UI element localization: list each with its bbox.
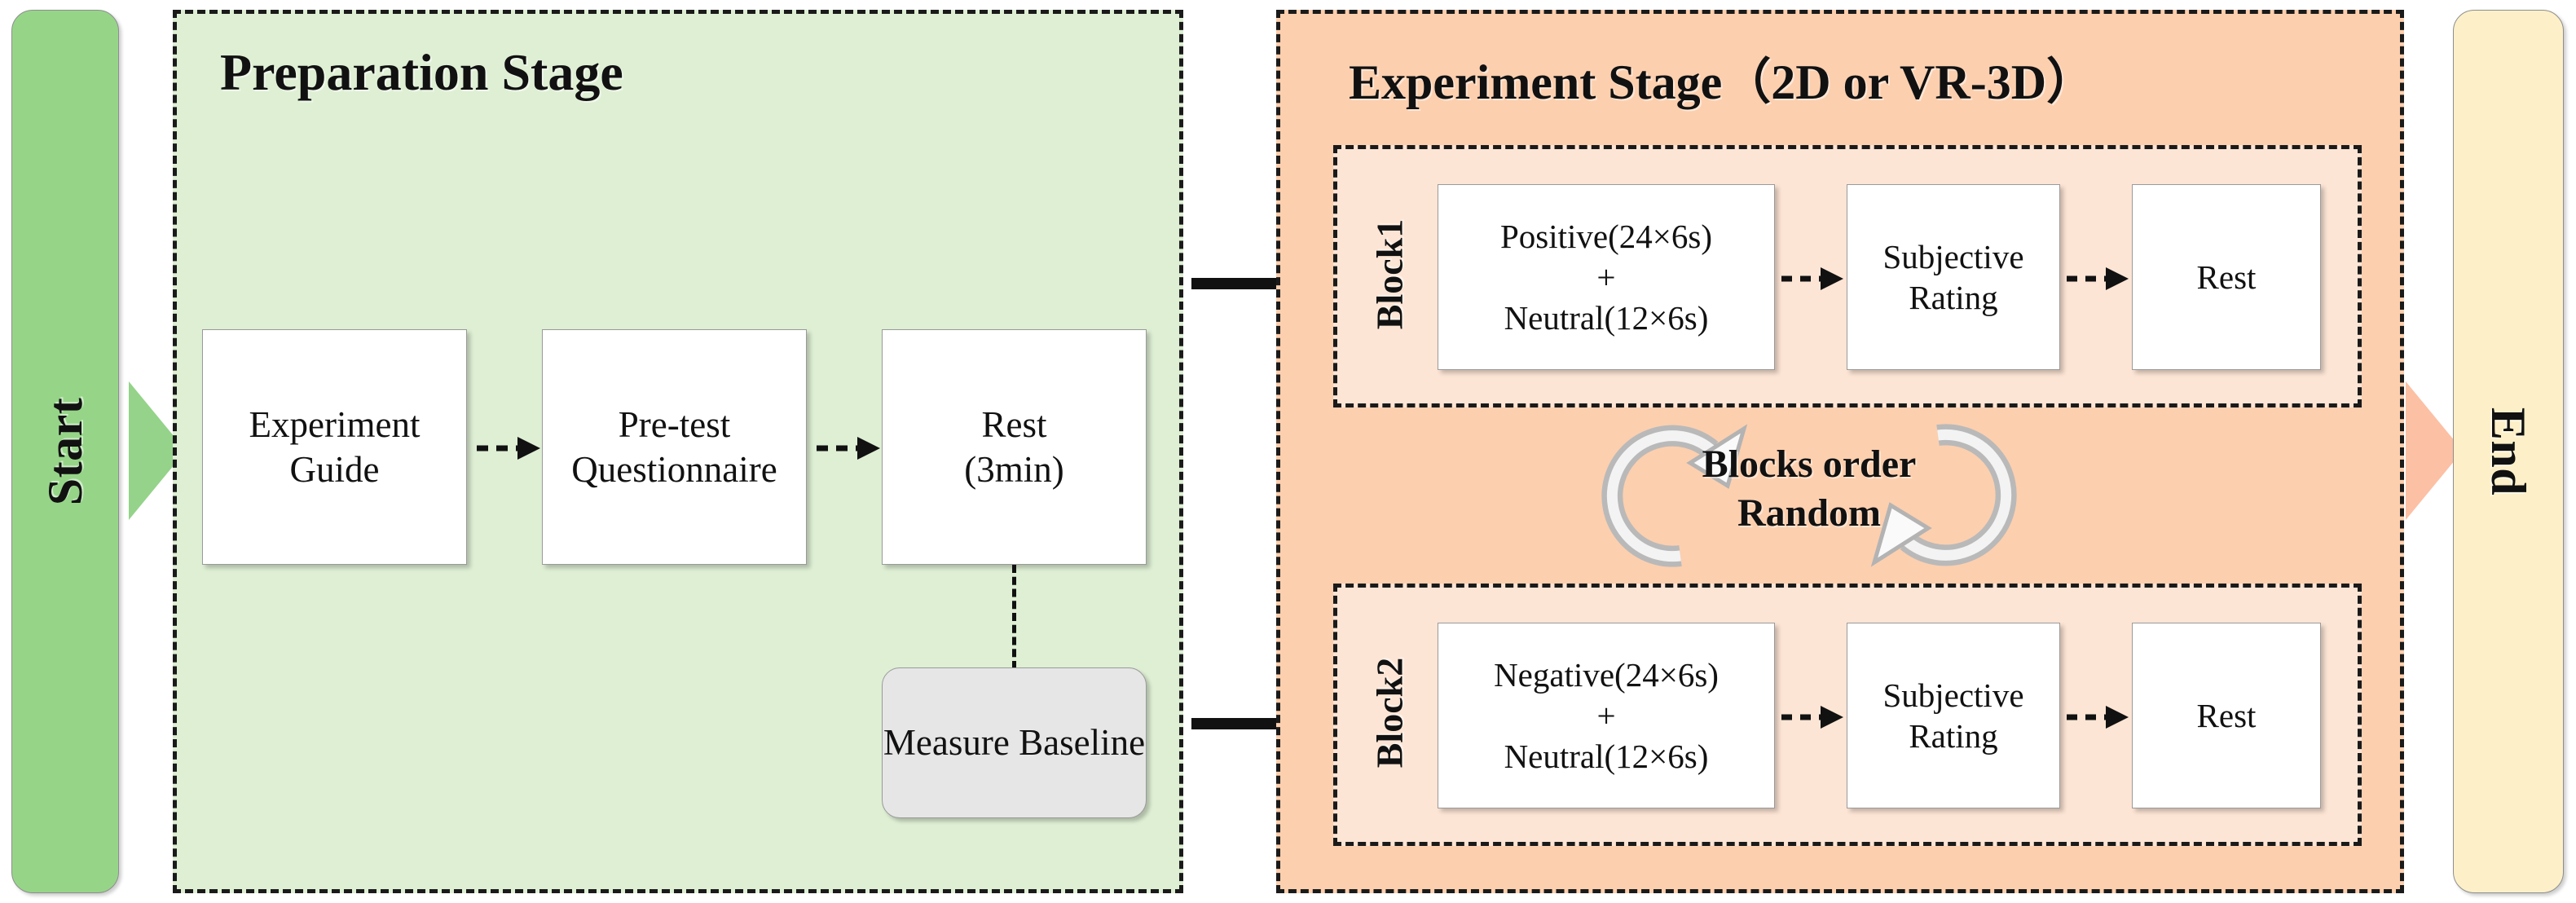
start-label: Start bbox=[38, 397, 92, 506]
process-box-line: Rating bbox=[1909, 717, 1998, 755]
process-box-line: Rest bbox=[2196, 258, 2257, 296]
process-box-line: Rest bbox=[2196, 696, 2257, 734]
process-box-line: Questionnaire bbox=[571, 448, 777, 490]
process-box-line: Subjective bbox=[1882, 676, 2024, 714]
process-box-block1-rest: Rest bbox=[2132, 184, 2321, 370]
process-box-line: Positive(24×6s) bbox=[1499, 217, 1712, 255]
process-box-line: Neutral(12×6s) bbox=[1504, 738, 1709, 775]
process-box-line: Negative(24×6s) bbox=[1494, 655, 1719, 694]
process-box-line: Measure bbox=[883, 722, 1010, 764]
process-box-block2-stimuli: Negative(24×6s) + Neutral(12×6s) bbox=[1438, 623, 1775, 808]
process-box-line: Guide bbox=[289, 448, 380, 490]
end-label: End bbox=[2481, 407, 2535, 496]
process-box-line: Baseline bbox=[1019, 722, 1146, 764]
process-box-pre-test-questionnaire: Pre-test Questionnaire bbox=[542, 329, 807, 565]
process-box-experiment-guide: Experiment Guide bbox=[202, 329, 467, 565]
process-box-block1-stimuli: Positive(24×6s) + Neutral(12×6s) bbox=[1438, 184, 1775, 370]
process-box-line: Neutral(12×6s) bbox=[1504, 299, 1709, 337]
end-node: End bbox=[2453, 10, 2564, 893]
process-box-block2-rest: Rest bbox=[2132, 623, 2321, 808]
process-box-block2-subjective-rating: Subjective Rating bbox=[1847, 623, 2060, 808]
process-box-block1-subjective-rating: Subjective Rating bbox=[1847, 184, 2060, 370]
dashed-connector bbox=[1012, 565, 1016, 669]
process-box-line: Pre-test bbox=[618, 403, 731, 445]
process-box-line: + bbox=[1596, 696, 1616, 734]
experiment-stage-title: Experiment Stage（2D or VR-3D） bbox=[1349, 55, 2096, 109]
process-box-rest-3min: Rest (3min) bbox=[882, 329, 1147, 565]
process-box-line: Rest bbox=[981, 403, 1047, 445]
cycle-note-line1: Blocks order bbox=[1702, 443, 1917, 486]
process-box-line: Experiment bbox=[249, 403, 421, 445]
process-box-line: Subjective bbox=[1882, 237, 2024, 275]
start-node: Start bbox=[11, 10, 119, 893]
blocks-order-random-note: Blocks order Random bbox=[1685, 440, 1933, 538]
process-box-measure-baseline: Measure Baseline bbox=[882, 667, 1147, 818]
cycle-note-line2: Random bbox=[1737, 491, 1882, 535]
block1-label: Block1 bbox=[1368, 218, 1411, 330]
process-box-line: (3min) bbox=[964, 448, 1064, 490]
preparation-stage-title: Preparation Stage bbox=[220, 43, 623, 101]
block2-label: Block2 bbox=[1368, 657, 1411, 769]
process-box-line: + bbox=[1596, 258, 1616, 296]
process-box-line: Rating bbox=[1909, 279, 1998, 316]
